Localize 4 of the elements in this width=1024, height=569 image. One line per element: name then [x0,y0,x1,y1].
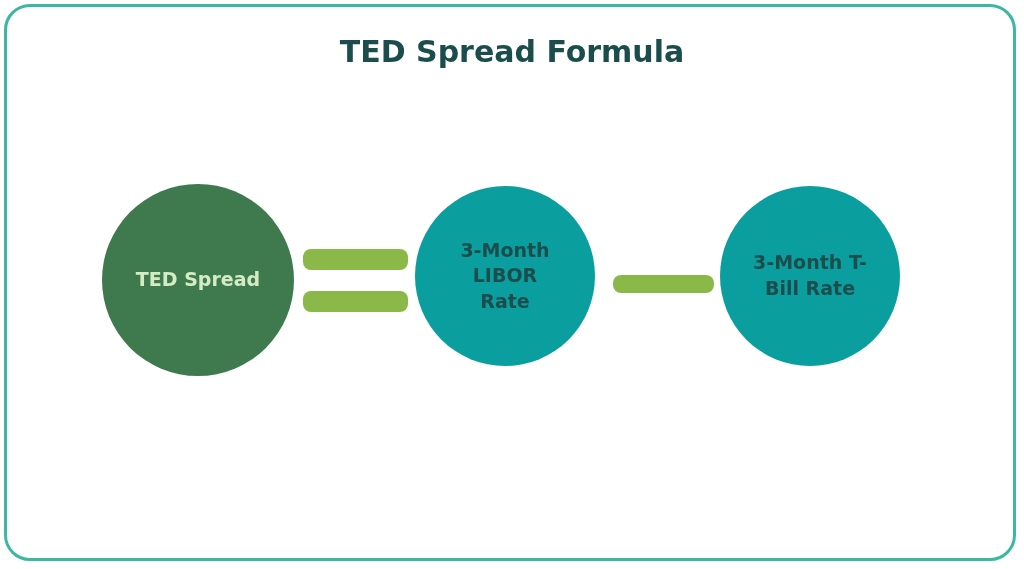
node-label: 3-Month T-Bill Rate [752,250,868,301]
node-label: TED Spread [135,267,261,293]
title: TED Spread Formula [338,34,686,69]
node-label: 3-Month LIBOR Rate [459,237,551,314]
